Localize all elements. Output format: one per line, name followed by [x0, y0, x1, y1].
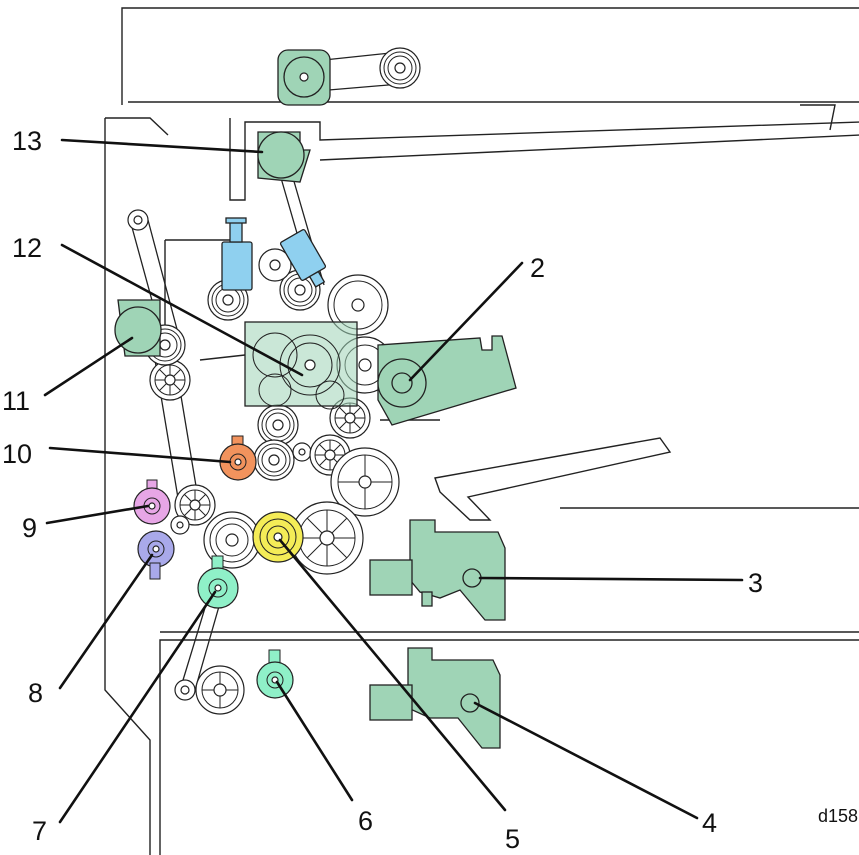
motor-3 [369, 519, 506, 621]
motor-11 [114, 299, 162, 357]
clutch-9 [133, 479, 171, 525]
callout-9: 9 [22, 513, 37, 543]
paper-guide [434, 437, 672, 521]
upper-belt-drive [277, 47, 421, 106]
leader-lines [43, 138, 744, 824]
callout-7: 7 [32, 816, 47, 846]
solenoids [221, 217, 327, 291]
clutch-7 [197, 555, 239, 609]
clutch-5 [252, 511, 304, 563]
clutch-8 [137, 530, 175, 580]
gear-unit-12 [244, 321, 358, 410]
figure-code: d158 [818, 806, 858, 826]
callout-10: 10 [2, 439, 32, 469]
callout-3: 3 [748, 568, 763, 598]
callout-11: 11 [2, 386, 30, 416]
motor-13 [257, 131, 311, 183]
gear-train [144, 248, 400, 715]
callout-labels: 13 12 2 11 10 9 3 8 7 6 4 5 d158 [2, 126, 858, 854]
drive-belts [127, 139, 325, 701]
callout-4: 4 [702, 808, 717, 838]
callout-6: 6 [358, 806, 373, 836]
callout-12: 12 [12, 233, 42, 263]
callout-8: 8 [28, 678, 43, 708]
clutch-6 [256, 649, 294, 699]
motor-2 [377, 335, 517, 426]
callout-2: 2 [530, 253, 545, 283]
motor-4 [369, 647, 501, 749]
callout-13: 13 [12, 126, 42, 156]
clutch-10 [219, 435, 257, 481]
callout-5: 5 [505, 824, 520, 854]
